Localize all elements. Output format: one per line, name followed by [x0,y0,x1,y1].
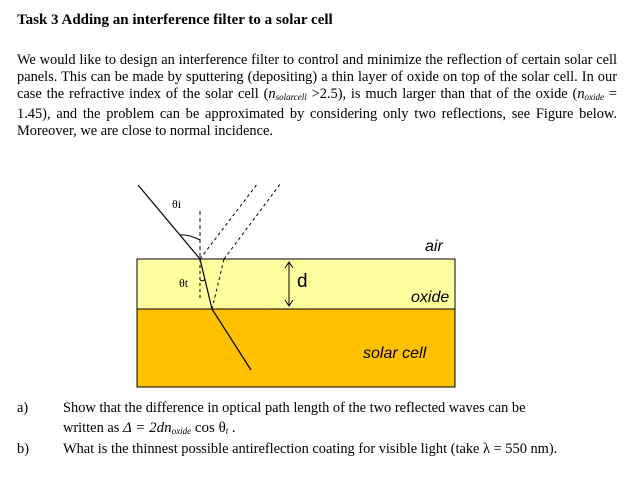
n-oxide-symbol: n [577,86,585,102]
task-title: Task 3 Adding an interference filter to … [17,12,333,28]
theta-t-arc [199,278,206,282]
oxide-label: oxide [411,289,449,306]
question-b-text: What is the thinnest possible antireflec… [63,441,558,457]
internal-reflected-ray [211,258,225,310]
question-a-line2-post: . [228,420,236,436]
incident-ray [137,184,201,260]
question-a-line2-pre: written as [63,420,123,436]
solar-cell-label: solar cell [363,345,427,362]
solar-cell-layer [136,308,456,388]
theta-i-arc [179,234,201,241]
intro-part3: = 1.45), and the problem can be approxim… [17,86,617,139]
question-a-line1: Show that the difference in optical path… [63,400,526,416]
intro-paragraph: We would like to design an interference … [17,52,617,140]
formula-subscript: oxide [171,426,192,436]
air-label: air [425,238,443,255]
reflected-ray-2 [223,182,282,260]
question-a-line2: written as Δ = 2dnoxide cos θt . [63,419,618,440]
oxide-subscript: oxide [584,92,605,102]
formula: Δ = 2dn [122,420,172,436]
thickness-arrow-head-top [284,261,294,269]
formula-subscript-t: t [225,426,229,436]
question-b-label: b) [17,441,29,457]
transmitted-ray [211,308,252,371]
theta-t-label: θt [179,276,189,290]
solarcell-subscript: solarcell [275,92,307,102]
intro-part1: We would like to design an interference … [17,52,617,102]
thickness-arrow-head-bottom [284,299,294,307]
question-a-text: Show that the difference in optical path… [63,399,618,440]
d-label: d [297,271,308,292]
theta-i-label: θi [172,197,182,211]
formula-cos: cos θ [191,420,226,436]
question-a-label: a) [17,400,29,416]
intro-part2: >2.5), is much larger than that of the o… [306,86,578,102]
refracted-ray [199,258,213,310]
n-solarcell-symbol: n [268,86,276,102]
reflected-ray-1 [199,182,259,260]
